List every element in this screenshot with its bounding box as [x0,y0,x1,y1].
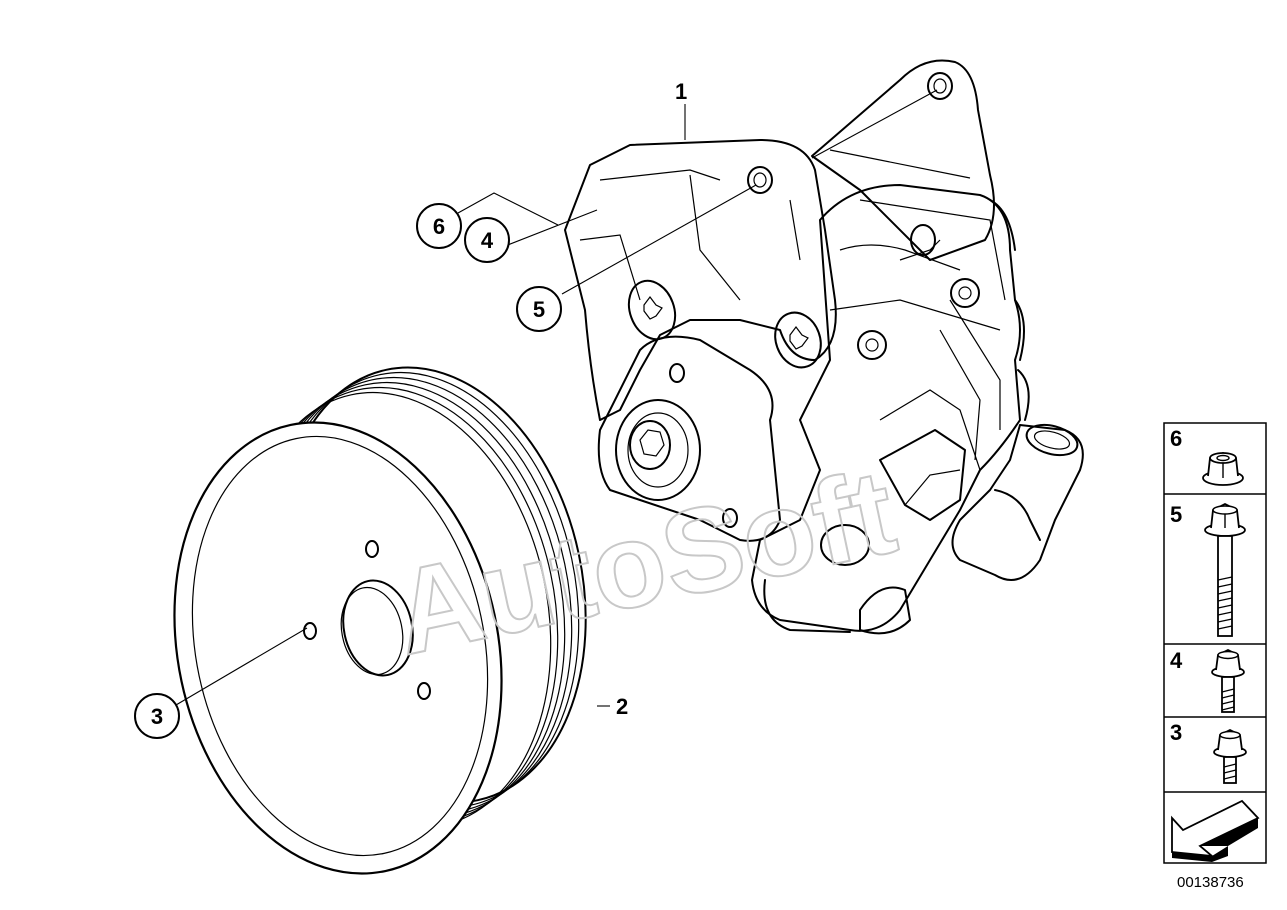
callout-3: 3 [134,693,180,739]
legend-panel: 6 5 4 [1163,422,1267,864]
legend-item-4: 4 [1170,648,1245,713]
legend-number-4: 4 [1170,648,1183,673]
callout-2-label: 2 [616,694,628,719]
flange-nut-icon [1202,452,1244,486]
legend-number-6: 6 [1170,426,1182,451]
power-steering-pump-drawing [564,59,1084,635]
legend-item-5: 5 [1170,502,1246,637]
callout-4: 4 [464,217,510,263]
callout-1: 1 [675,79,687,104]
pulley-drawing [173,366,587,875]
watermark-text: AutoSoft [383,444,906,680]
legend-item-6: 6 [1170,426,1244,486]
legend-number-3: 3 [1170,720,1182,745]
callout-2: 2 [616,694,628,719]
short-hex-bolt-icon [1213,728,1247,784]
callout-6-label: 6 [433,214,445,239]
leader-lines [175,89,938,707]
callout-5-label: 5 [533,297,545,322]
watermark: AutoSoft [382,443,907,681]
callout-3-circle [134,693,180,739]
legend-number-5: 5 [1170,502,1182,527]
medium-hex-bolt-icon [1211,648,1245,713]
legend-item-3: 3 [1170,720,1247,784]
callout-5-circle [516,286,562,332]
callout-1-label: 1 [675,79,687,104]
direction-arrow-icon [1171,799,1260,862]
callout-6: 6 [416,203,462,249]
callout-4-circle [464,217,510,263]
long-hex-bolt-icon [1204,502,1246,637]
callout-6-circle [416,203,462,249]
callout-3-label: 3 [151,704,163,729]
document-number: 00138736 [1177,874,1244,891]
callout-4-label: 4 [481,228,494,253]
callout-5: 5 [516,286,562,332]
